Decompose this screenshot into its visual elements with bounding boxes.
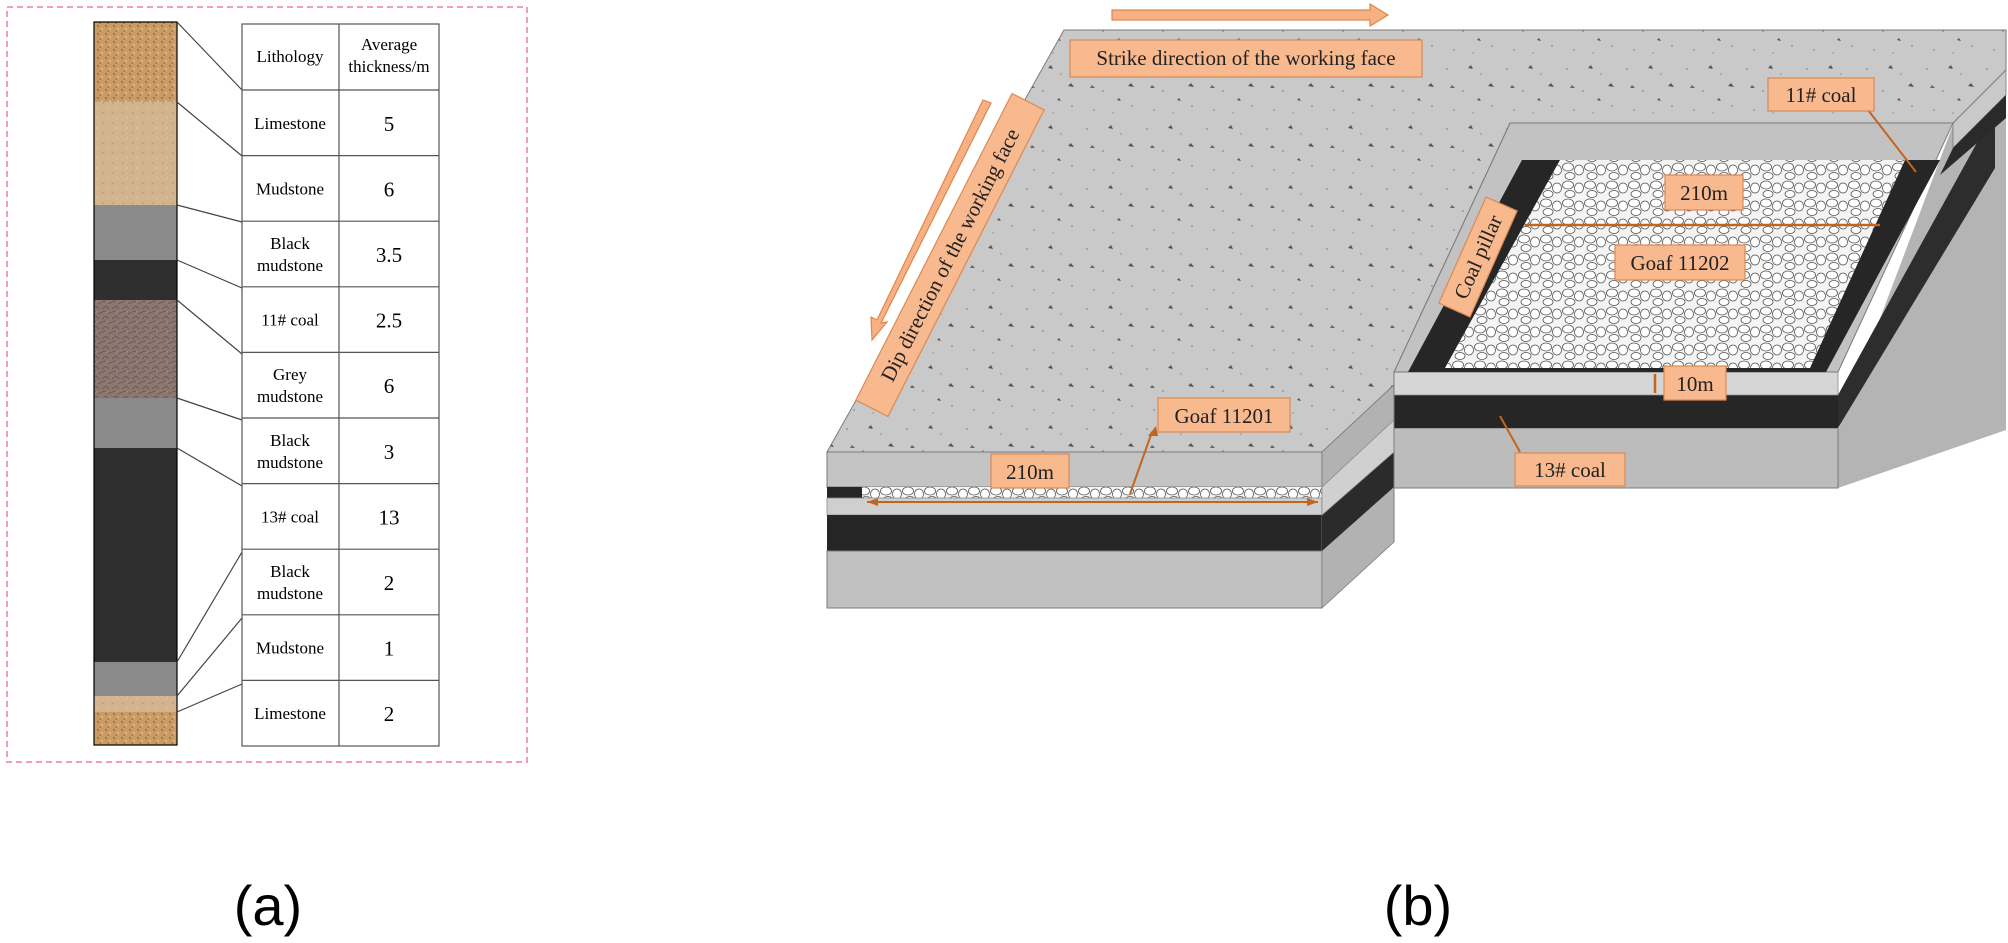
- column-mudstone: [94, 102, 177, 205]
- table-row: 11# coal 2.5: [261, 309, 402, 333]
- dim-210m-front-arrow-right: [1307, 498, 1318, 506]
- lithology-cell: 13# coal: [261, 507, 319, 526]
- strike-arrow: [1111, 2, 1390, 28]
- thickness-cell: 6: [384, 374, 395, 398]
- lithology-cell: mudstone: [257, 584, 323, 603]
- header-lithology: Lithology: [256, 47, 324, 66]
- svg-text:210m: 210m: [1680, 181, 1728, 205]
- tag-10m: 10m: [1663, 365, 1727, 401]
- lithology-cell: Black: [270, 562, 310, 581]
- panel-a: Lithology Average thickness/m Limestone 5…: [6, 6, 528, 937]
- coal-11-thin-front: [827, 487, 862, 498]
- thickness-cell: 2.5: [376, 309, 402, 333]
- lithology-table: Lithology Average thickness/m Limestone 5…: [241, 23, 440, 747]
- table-row: Mudstone 6: [256, 177, 394, 201]
- column-mudstone-thin: [94, 696, 177, 712]
- front-face-mid: [826, 497, 1323, 516]
- goaf-11201-strip: [862, 487, 1322, 498]
- front-face-upper: [826, 451, 1323, 488]
- thickness-cell: 3: [384, 440, 395, 464]
- lithology-cell: Mudstone: [256, 179, 324, 198]
- column-grey-mudstone: [94, 300, 177, 398]
- dim-210m-front-arrow-left: [867, 498, 878, 506]
- right-edge-coal: [1940, 95, 2006, 175]
- tag-strike-direction: Strike direction of the working face: [1069, 39, 1423, 78]
- lithology-cell: mudstone: [257, 453, 323, 472]
- header-thickness-line2: thickness/m: [348, 57, 429, 76]
- table-row: Mudstone 1: [256, 637, 394, 661]
- leader-coal13: [1499, 415, 1521, 453]
- column-coal-13: [94, 448, 177, 662]
- column-black-mudstone-1: [94, 205, 177, 260]
- thin-layer-front: [1393, 371, 1839, 396]
- tag-210m-front: 210m: [990, 453, 1070, 489]
- front-block: [826, 29, 2007, 609]
- column-limestone-top: [94, 22, 177, 102]
- tag-210m-back: 210m: [1664, 174, 1744, 211]
- panel-b-label: (b): [1384, 874, 1452, 937]
- coal-13-right: [1322, 452, 1394, 551]
- svg-text:10m: 10m: [1676, 372, 1713, 396]
- lithology-cell: Mudstone: [256, 639, 324, 658]
- lithology-cell: Black: [270, 431, 310, 450]
- table-row: Black mudstone 3: [257, 431, 394, 472]
- lithology-cell: Limestone: [254, 114, 326, 133]
- lithology-cell: Black: [270, 234, 310, 253]
- stratigraphic-column: [93, 21, 178, 746]
- connector-lines: [176, 21, 243, 713]
- thickness-cell: 1: [384, 637, 395, 661]
- panel-a-frame: [6, 6, 528, 763]
- leader-coal11: [1867, 109, 1917, 173]
- dip-arrow: [870, 99, 992, 342]
- svg-text:Goaf 11202: Goaf 11202: [1631, 251, 1730, 275]
- leader-goaf11201-arrow: [1148, 426, 1158, 436]
- column-black-mudstone-2: [94, 398, 177, 448]
- coal-13-front: [827, 515, 1322, 551]
- svg-text:210m: 210m: [1006, 460, 1054, 484]
- thickness-cell: 2: [384, 571, 395, 595]
- lithology-cell: Limestone: [254, 704, 326, 723]
- svg-text:11# coal: 11# coal: [1786, 83, 1857, 107]
- front-face-bottom: [826, 550, 1323, 609]
- svg-text:Strike direction of the workin: Strike direction of the working face: [1096, 46, 1395, 70]
- lithology-cell: mudstone: [257, 387, 323, 406]
- leader-goaf11201: [1129, 431, 1153, 495]
- coal-13-band-right: [1838, 110, 1995, 428]
- column-limestone-bottom: [94, 712, 177, 745]
- table-row: Limestone 2: [254, 702, 394, 726]
- thickness-cell: 6: [384, 177, 395, 201]
- table-row: 13# coal 13: [261, 505, 400, 529]
- panel-a-label: (a): [234, 874, 302, 937]
- table-row: Black mudstone 2: [257, 562, 394, 603]
- column-coal-11: [94, 260, 177, 300]
- thickness-cell: 13: [379, 505, 400, 529]
- thickness-cell: 3.5: [376, 243, 402, 267]
- tag-goaf-11201: Goaf 11201: [1157, 397, 1291, 433]
- lithology-cell: Grey: [273, 365, 307, 384]
- svg-text:Goaf 11201: Goaf 11201: [1175, 404, 1274, 428]
- panel-b: Strike direction of the working face Dip…: [826, 2, 2007, 937]
- table-row: Limestone 5: [254, 112, 394, 136]
- lithology-cell: mudstone: [257, 256, 323, 275]
- thickness-cell: 5: [384, 112, 395, 136]
- table-row: Grey mudstone 6: [257, 365, 394, 406]
- tag-coal-11: 11# coal: [1767, 77, 1875, 112]
- table-row: Black mudstone 3.5: [257, 234, 402, 275]
- tag-goaf-11202: Goaf 11202: [1614, 244, 1746, 281]
- coal-13-band-front: [1394, 395, 1838, 428]
- thickness-cell: 2: [384, 702, 395, 726]
- tag-coal-13: 13# coal: [1514, 452, 1626, 487]
- column-black-mudstone-3: [94, 662, 177, 696]
- svg-text:13# coal: 13# coal: [1534, 458, 1606, 482]
- lithology-cell: 11# coal: [261, 311, 319, 330]
- header-thickness-line1: Average: [361, 35, 417, 54]
